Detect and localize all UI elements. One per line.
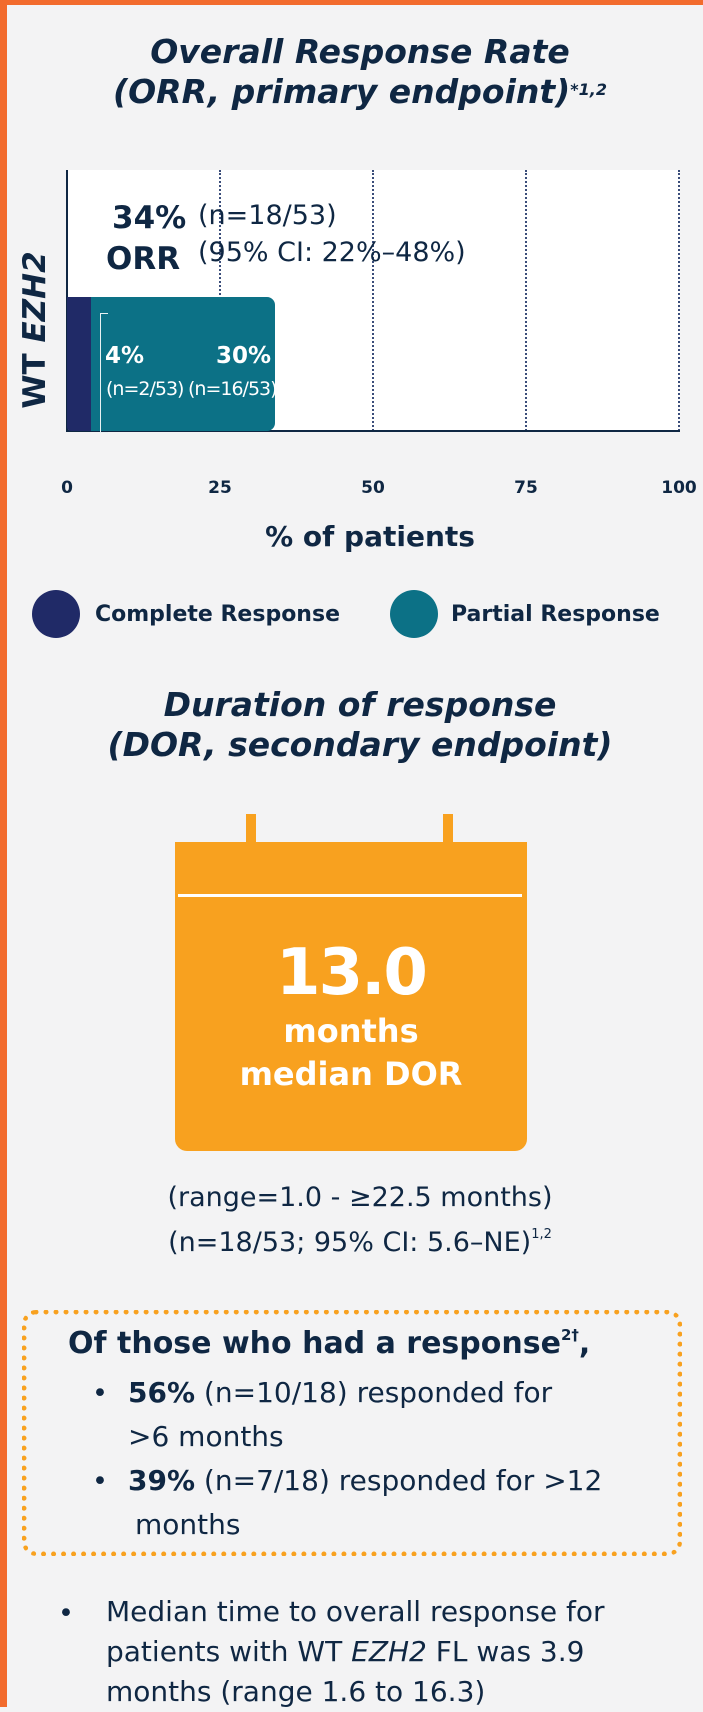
gridline-50 — [372, 170, 374, 431]
x-tick-0: 0 — [61, 478, 73, 498]
x-tick-75: 75 — [514, 478, 538, 498]
dor-title-line2: (DOR, secondary endpoint) — [107, 725, 613, 764]
orr-summary-label: ORR — [106, 241, 181, 277]
footnote-line2: patients with WT EZH2 FL was 3.9 — [106, 1632, 584, 1672]
bullet-dot-2: • — [92, 1466, 108, 1497]
calendar-divider — [178, 894, 522, 897]
x-tick-100: 100 — [661, 478, 697, 498]
y-axis-label: WT EZH2 — [17, 251, 53, 408]
cr-bracket — [100, 313, 109, 433]
responder-item-1-pct: 56% — [128, 1376, 196, 1409]
footnote-line2-post: FL was 3.9 — [426, 1635, 585, 1668]
dor-range: (range=1.0 - ≥22.5 months) — [167, 1182, 553, 1213]
data-label-pct-1: 30% — [216, 343, 272, 369]
calendar-icon — [175, 842, 527, 1151]
responder-item-1-text: (n=10/18) responded for — [195, 1376, 553, 1409]
x-tick-50: 50 — [361, 478, 385, 498]
data-label-pct-0: 4% — [105, 343, 145, 369]
legend-dot-complete — [32, 590, 80, 638]
x-axis — [66, 430, 680, 432]
orr-title-line2: (ORR, primary endpoint)*1,2 — [60, 71, 660, 113]
bar-partial-response — [91, 297, 276, 431]
legend-dot-partial — [390, 590, 438, 638]
orr-summary-pct: 34% — [112, 200, 187, 236]
orr-title-line1: Overall Response Rate — [150, 32, 570, 71]
responder-item-2-pct: 39% — [128, 1464, 196, 1497]
footnote-bullet: • — [58, 1598, 74, 1629]
top-border — [0, 0, 703, 5]
responder-item-1-line1: 56% (n=10/18) responded for — [128, 1371, 552, 1415]
y-label-gene: EZH2 — [17, 251, 53, 343]
gridline-100 — [678, 170, 680, 431]
dor-n-ci-sup: 1,2 — [531, 1227, 552, 1242]
orr-summary-ci: (95% CI: 22%–48%) — [198, 237, 466, 268]
gridline-75 — [525, 170, 527, 431]
responders-heading-sup: 2† — [560, 1326, 579, 1344]
dor-n-ci-text: (n=18/53; 95% CI: 5.6–NE) — [168, 1227, 532, 1258]
left-border — [0, 0, 7, 1707]
footnote-gene: EZH2 — [351, 1635, 427, 1668]
median-dor-label: median DOR — [239, 1055, 463, 1093]
responders-heading: Of those who had a response2†, — [68, 1326, 590, 1361]
responder-item-2-text: (n=7/18) responded for >12 — [195, 1464, 603, 1497]
responders-heading-end: , — [578, 1326, 591, 1361]
responder-item-2-line1: 39% (n=7/18) responded for >12 — [128, 1459, 602, 1503]
responders-heading-text: Of those who had a response — [68, 1326, 561, 1361]
responders-box — [22, 1310, 682, 1556]
data-label-n-1: (n=16/53) — [188, 378, 278, 400]
footnote-line3: months (range 1.6 to 16.3) — [106, 1675, 486, 1708]
footnote-line2-pre: patients with WT — [106, 1635, 352, 1668]
dor-title-line1: Duration of response — [163, 685, 557, 724]
x-tick-25: 25 — [208, 478, 232, 498]
orr-title-line2-text: (ORR, primary endpoint) — [113, 72, 571, 111]
responder-item-2-line2: months — [135, 1508, 241, 1541]
x-axis-title: % of patients — [265, 520, 475, 553]
responder-item-1-line2: >6 months — [128, 1420, 284, 1453]
bar-complete-response — [67, 297, 92, 431]
orr-summary-n: (n=18/53) — [198, 200, 337, 231]
bullet-dot-1: • — [92, 1378, 108, 1409]
dor-n-ci: (n=18/53; 95% CI: 5.6–NE)1,2 — [60, 1227, 660, 1258]
median-dor-unit: months — [283, 1012, 419, 1050]
calendar-ring-left — [246, 814, 256, 844]
y-label-prefix: WT — [17, 353, 53, 409]
calendar-ring-right — [443, 814, 453, 844]
median-dor-value: 13.0 — [276, 936, 428, 1010]
data-label-n-0: (n=2/53) — [106, 378, 184, 400]
orr-title-sup: *1,2 — [570, 80, 607, 99]
footnote-line1: Median time to overall response for — [106, 1595, 605, 1628]
legend-label-complete: Complete Response — [95, 602, 340, 627]
legend-label-partial: Partial Response — [451, 602, 660, 627]
